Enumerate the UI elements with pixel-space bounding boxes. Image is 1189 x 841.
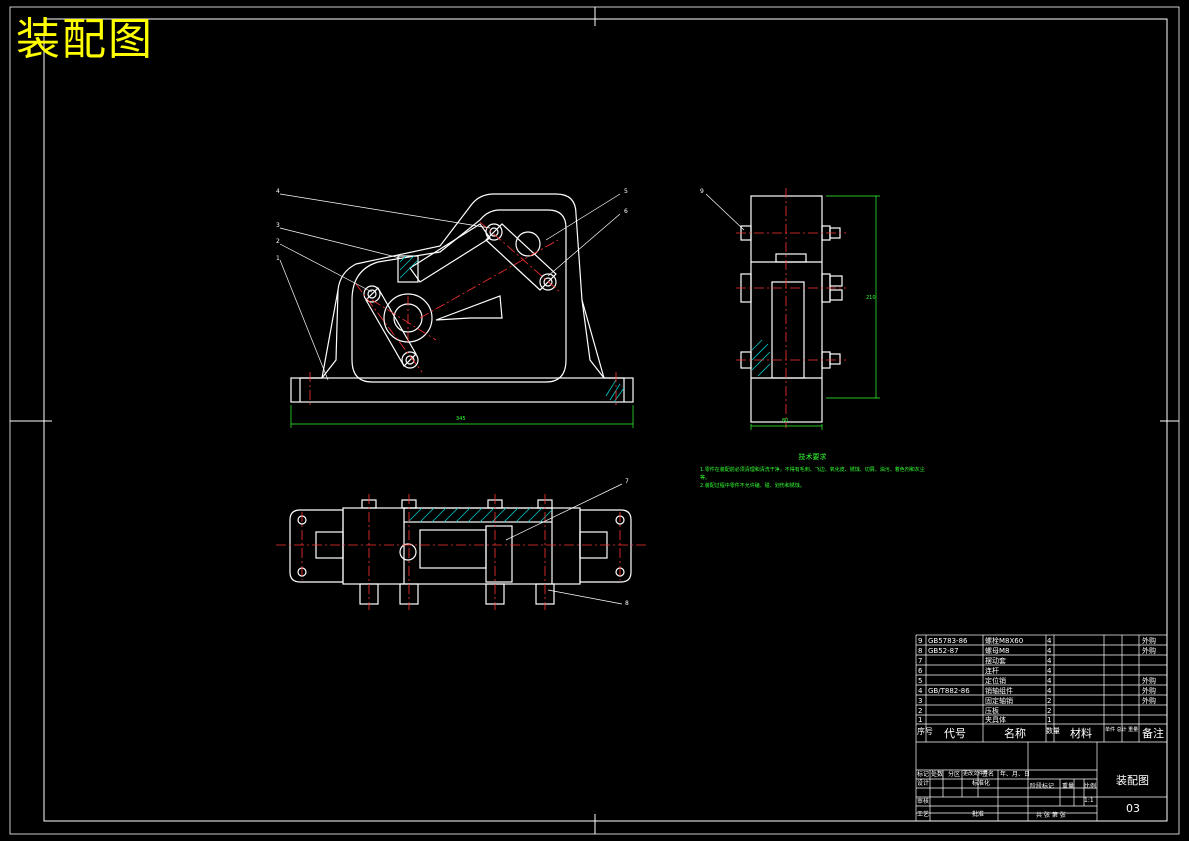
callout-5: 5 (624, 188, 628, 195)
bom-no: 5 (918, 677, 923, 685)
tb-change-doc: 更改文件号 (963, 771, 989, 777)
bom-name: 压板 (985, 707, 999, 715)
dimension-side-width: 80 (782, 418, 789, 424)
side-view-hatching (751, 339, 771, 377)
tb-stage-mark: 阶段标记 (1030, 783, 1055, 790)
side-view-centerlines (736, 188, 846, 428)
bom-name: 螺栓M8X60 (985, 637, 1024, 645)
tb-sheets: 共 张 第 张 (1036, 812, 1066, 819)
bom-no: 4 (918, 687, 923, 695)
drawing-frame (9, 6, 1180, 835)
bom-header-material: 材料 (1070, 727, 1092, 740)
tb-approve: 批准 (972, 811, 985, 818)
bom-no: 9 (918, 637, 923, 645)
bom-name: 定位销 (985, 677, 1006, 685)
tb-count: 处数 (931, 771, 944, 778)
bom-no: 3 (918, 697, 923, 705)
tb-ratio: 比例 (1084, 783, 1097, 790)
bom-qty: 2 (1047, 697, 1052, 705)
bom-name: 夹具体 (985, 716, 1006, 724)
bom-qty: 2 (1047, 707, 1052, 715)
leader-lines (279, 193, 745, 605)
bom-no: 1 (918, 716, 923, 724)
bom-remark: 外购 (1142, 637, 1156, 645)
bom-qty: 1 (1047, 716, 1052, 724)
front-view-hatching (399, 255, 625, 403)
callout-9: 9 (700, 188, 704, 195)
bom-header-remark: 备注 (1142, 727, 1164, 740)
bom-header-name: 名称 (1004, 727, 1026, 740)
callout-8: 8 (625, 600, 629, 607)
bom-code: GB52-87 (928, 647, 959, 655)
bom-remark: 外购 (1142, 687, 1156, 695)
bom-header-code: 代号 (944, 727, 966, 740)
callout-3: 3 (276, 222, 280, 229)
technical-requirement-line: 2.装配过程中零件不允许磕、碰、划伤和锈蚀。 (700, 483, 805, 489)
bom-qty: 4 (1047, 657, 1052, 665)
callout-4: 4 (276, 188, 280, 195)
top-view-centerlines (276, 494, 648, 610)
bom-remark: 外购 (1142, 647, 1156, 655)
bom-name: 摆动套 (985, 657, 1006, 665)
bom-qty: 4 (1047, 687, 1052, 695)
top-view-hatching (407, 507, 553, 523)
tb-drawing-no: 03 (1126, 802, 1140, 815)
technical-requirement-line: 1.零件在装配前必须清理和清洗干净，不得有毛刺、飞边、氧化皮、锈蚀、切屑、油污、… (700, 467, 925, 481)
bom-header-qty: 数量 (1046, 727, 1060, 735)
technical-requirements-heading: 技术要求 (798, 453, 827, 461)
bom-header-no: 序号 (917, 727, 933, 736)
tb-drawing-name: 装配图 (1116, 774, 1149, 787)
tb-process: 工艺 (917, 811, 930, 818)
tb-signature: 签名 (982, 771, 995, 778)
bom-code: GB5783-86 (928, 637, 968, 645)
bom-header-weight: 单件 总计 重量 (1105, 727, 1139, 733)
tb-zone: 分区 (948, 771, 961, 778)
bom-name: 连杆 (985, 667, 999, 675)
bom-qty: 4 (1047, 677, 1052, 685)
callout-2: 2 (276, 238, 280, 245)
bom-name: 销轴组件 (985, 687, 1013, 695)
drawing-title: 装配图 (16, 14, 154, 65)
bom-qty: 4 (1047, 647, 1052, 655)
tb-weight: 重量 (1062, 783, 1075, 790)
tb-scale: 1:1 (1084, 797, 1094, 804)
bom-no: 7 (918, 657, 923, 665)
bom-qty: 4 (1047, 667, 1052, 675)
bom-no: 8 (918, 647, 923, 655)
front-view (290, 193, 634, 403)
tb-standardize: 标准化 (972, 780, 991, 787)
dimension-front-width: 345 (456, 416, 466, 422)
tb-mark: 标记 (917, 771, 930, 778)
tb-design: 设计 (917, 780, 930, 787)
bom-no: 6 (918, 667, 923, 675)
title-block-lines (915, 634, 1168, 822)
tb-review: 审核 (917, 798, 930, 805)
callout-7: 7 (625, 478, 629, 485)
technical-requirements: 技术要求 1.零件在装配前必须清理和清洗干净，不得有毛刺、飞边、氧化皮、锈蚀、切… (700, 452, 925, 490)
callout-6: 6 (624, 208, 628, 215)
side-view (740, 195, 843, 423)
tb-date: 年、月、日 (1000, 771, 1031, 778)
bom-remark: 外购 (1142, 697, 1156, 705)
bom-remark: 外购 (1142, 677, 1156, 685)
bom-name: 固定轴销 (985, 697, 1013, 705)
bom-qty: 4 (1047, 637, 1052, 645)
front-view-centerlines (309, 221, 617, 406)
top-view (289, 499, 632, 605)
front-view-dimension (290, 405, 634, 428)
callout-1: 1 (276, 255, 280, 262)
bom-code: GB/T882-86 (928, 687, 970, 695)
bom-name: 螺母M8 (985, 647, 1010, 655)
dimension-side-height: 210 (866, 295, 876, 301)
bom-no: 2 (918, 707, 923, 715)
side-view-dimensions (750, 195, 880, 430)
